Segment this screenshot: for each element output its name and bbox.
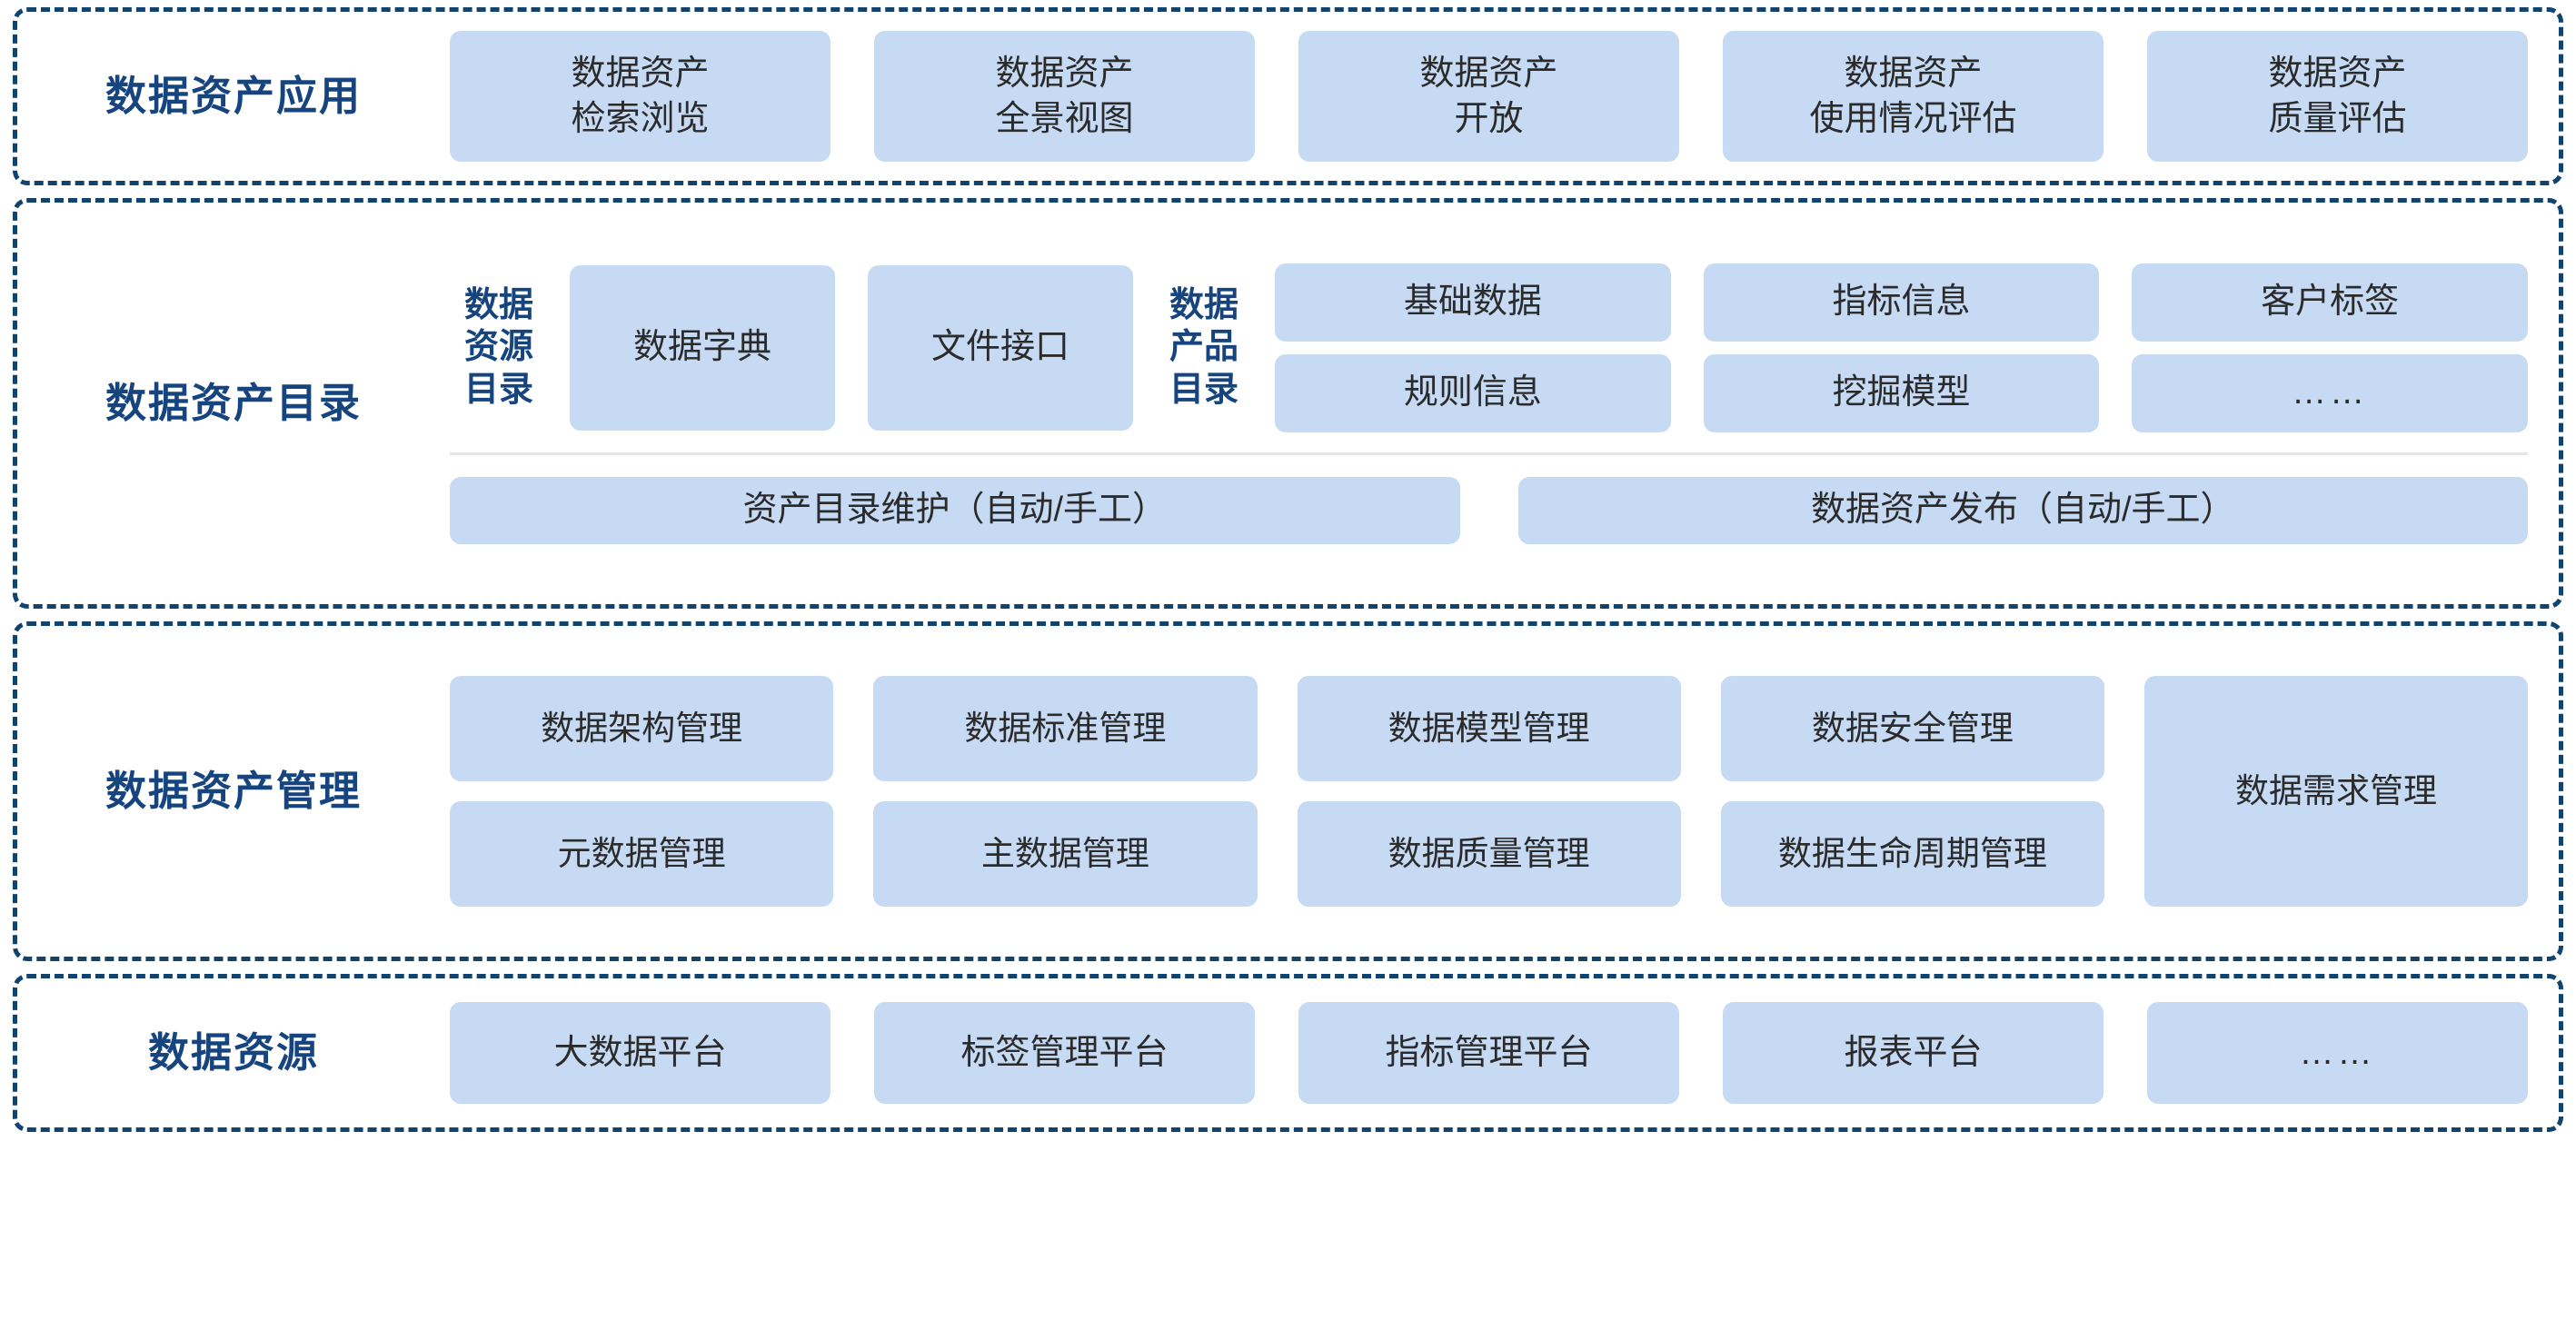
catalog-body: 数据 资源 目录 数据字典 文件接口 数据 产品 目录 基础数据 指标信息 客户… — [450, 203, 2559, 604]
card-asset-usage-evaluation[interactable]: 数据资产 使用情况评估 — [1723, 31, 2104, 162]
card-data-security-management[interactable]: 数据安全管理 — [1720, 676, 2104, 781]
section-data-asset-management: 数据资产管理 数据架构管理 数据标准管理 数据模型管理 数据安全管理 元数据管理… — [13, 621, 2563, 961]
catalog-bottom-group: 资产目录维护（自动/手工） 数据资产发布（自动/手工） — [450, 476, 2528, 544]
card-metadata-management[interactable]: 元数据管理 — [450, 801, 834, 907]
card-asset-quality-evaluation[interactable]: 数据资产 质量评估 — [2147, 31, 2528, 162]
card-report-platform[interactable]: 报表平台 — [1723, 1002, 2104, 1104]
card-indicator-management-platform[interactable]: 指标管理平台 — [1298, 1002, 1679, 1104]
section-data-asset-application: 数据资产应用 数据资产 检索浏览 数据资产 全景视图 数据资产 开放 数据资产 … — [13, 7, 2563, 185]
management-card-grid: 数据架构管理 数据标准管理 数据模型管理 数据安全管理 元数据管理 主数据管理 … — [450, 676, 2104, 907]
row-label-data-asset-application: 数据资产应用 — [104, 73, 362, 120]
application-card-row: 数据资产 检索浏览 数据资产 全景视图 数据资产 开放 数据资产 使用情况评估 … — [450, 31, 2559, 162]
product-catalog-cards: 基础数据 指标信息 客户标签 规则信息 挖掘模型 …… — [1275, 263, 2528, 432]
row-label-data-resource: 数据资源 — [147, 1029, 319, 1077]
card-asset-search-browse[interactable]: 数据资产 检索浏览 — [450, 31, 830, 162]
card-product-catalog-more[interactable]: …… — [2132, 353, 2528, 432]
card-rule-info[interactable]: 规则信息 — [1275, 353, 1671, 432]
card-data-quality-management[interactable]: 数据质量管理 — [1297, 801, 1681, 907]
card-asset-publish[interactable]: 数据资产发布（自动/手工） — [1517, 476, 2528, 544]
resource-card-row: 大数据平台 标签管理平台 指标管理平台 报表平台 …… — [450, 1002, 2559, 1104]
row-label-data-asset-management: 数据资产管理 — [104, 768, 362, 815]
sub-label-product-catalog: 数据 产品 目录 — [1169, 285, 1238, 409]
card-data-model-management[interactable]: 数据模型管理 — [1297, 676, 1681, 781]
section-data-asset-catalog: 数据资产目录 数据 资源 目录 数据字典 文件接口 数据 产品 目录 基础数据 … — [13, 198, 2563, 609]
sub-label-resource-catalog: 数据 资源 目录 — [463, 285, 533, 409]
card-data-dictionary[interactable]: 数据字典 — [570, 264, 835, 431]
catalog-divider — [450, 452, 2528, 455]
card-catalog-maintenance[interactable]: 资产目录维护（自动/手工） — [450, 476, 1460, 544]
card-data-architecture-management[interactable]: 数据架构管理 — [450, 676, 834, 781]
card-master-data-management[interactable]: 主数据管理 — [873, 801, 1258, 907]
section-data-resource: 数据资源 大数据平台 标签管理平台 指标管理平台 报表平台 …… — [13, 974, 2563, 1132]
card-file-interface[interactable]: 文件接口 — [868, 264, 1133, 431]
management-body: 数据架构管理 数据标准管理 数据模型管理 数据安全管理 元数据管理 主数据管理 … — [450, 676, 2559, 907]
resource-catalog-cards: 数据字典 文件接口 — [570, 264, 1133, 431]
card-tag-management-platform[interactable]: 标签管理平台 — [874, 1002, 1255, 1104]
catalog-top-group: 数据 资源 目录 数据字典 文件接口 数据 产品 目录 基础数据 指标信息 客户… — [450, 263, 2528, 432]
card-customer-tag[interactable]: 客户标签 — [2132, 263, 2528, 342]
card-indicator-info[interactable]: 指标信息 — [1703, 263, 2100, 342]
card-data-resource-more[interactable]: …… — [2147, 1002, 2528, 1104]
card-data-standard-management[interactable]: 数据标准管理 — [873, 676, 1258, 781]
card-big-data-platform[interactable]: 大数据平台 — [450, 1002, 830, 1104]
card-basic-data[interactable]: 基础数据 — [1275, 263, 1671, 342]
card-mining-model[interactable]: 挖掘模型 — [1703, 353, 2100, 432]
card-asset-open[interactable]: 数据资产 开放 — [1298, 31, 1679, 162]
card-asset-panorama-view[interactable]: 数据资产 全景视图 — [874, 31, 1255, 162]
card-data-requirement-management[interactable]: 数据需求管理 — [2144, 676, 2528, 907]
card-data-lifecycle-management[interactable]: 数据生命周期管理 — [1720, 801, 2104, 907]
row-label-data-asset-catalog: 数据资产目录 — [104, 380, 362, 427]
